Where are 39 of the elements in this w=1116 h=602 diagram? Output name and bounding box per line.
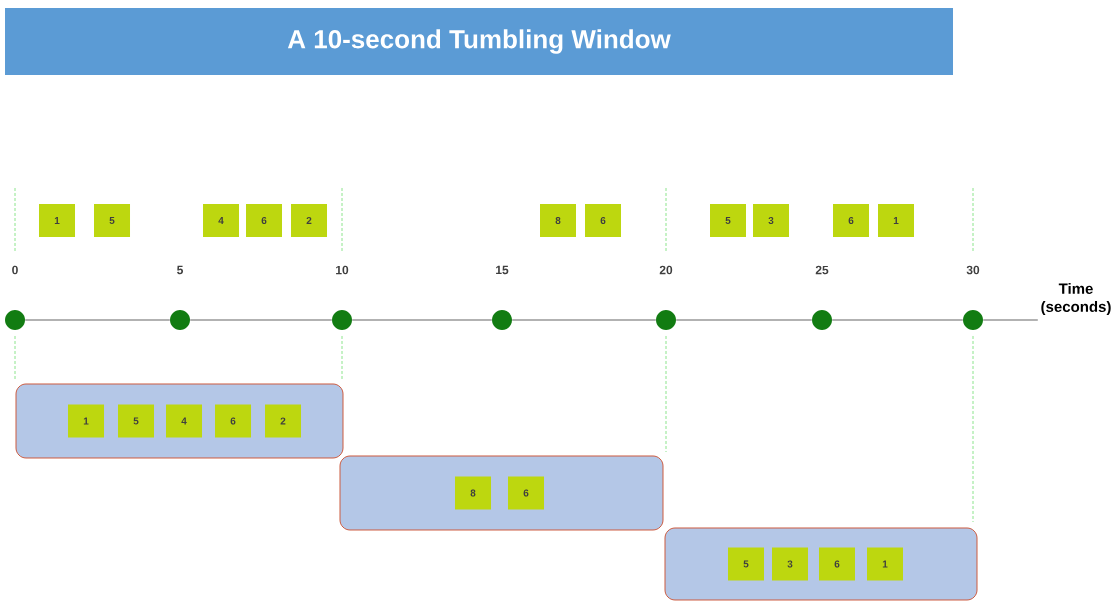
- tick-label: 5: [177, 265, 183, 275]
- event-box: 1: [68, 404, 104, 438]
- event-box: 1: [867, 547, 903, 581]
- tick-label: 15: [496, 265, 509, 275]
- axis-line: [24, 319, 171, 321]
- event-box: 6: [833, 204, 869, 237]
- event-box: 5: [94, 204, 130, 237]
- event-box: 5: [710, 204, 746, 237]
- axis-title: Time (seconds): [1041, 283, 1111, 315]
- event-box: 3: [772, 547, 808, 581]
- event-box: 6: [585, 204, 621, 237]
- event-box: 4: [203, 204, 239, 237]
- event-box: 5: [728, 547, 764, 581]
- event-box: 2: [291, 204, 327, 237]
- axis-line: [982, 319, 1039, 321]
- axis-line: [351, 319, 493, 321]
- tick-label: 30: [966, 265, 980, 275]
- event-box: 1: [878, 204, 914, 237]
- event-box: 6: [508, 476, 544, 510]
- axis-line: [189, 319, 333, 321]
- event-box: 8: [455, 476, 491, 510]
- tick-label: 25: [815, 265, 829, 275]
- event-box: 6: [246, 204, 282, 237]
- axis-line: [511, 319, 657, 321]
- axis-line: [675, 319, 813, 321]
- event-box: 4: [166, 404, 202, 438]
- event-box: 1: [39, 204, 75, 237]
- event-box: 5: [118, 404, 154, 438]
- tick-label: 10: [336, 265, 349, 275]
- window-box: [339, 455, 664, 531]
- tick-label: 0: [12, 265, 18, 275]
- event-box: 3: [753, 204, 789, 237]
- event-box: 6: [215, 404, 251, 438]
- event-box: 2: [265, 404, 301, 438]
- event-box: 8: [540, 204, 576, 237]
- tick-label: 20: [659, 265, 673, 275]
- axis-line: [831, 319, 964, 321]
- event-box: 6: [819, 547, 855, 581]
- title-banner: A 10-second Tumbling Window: [5, 8, 953, 75]
